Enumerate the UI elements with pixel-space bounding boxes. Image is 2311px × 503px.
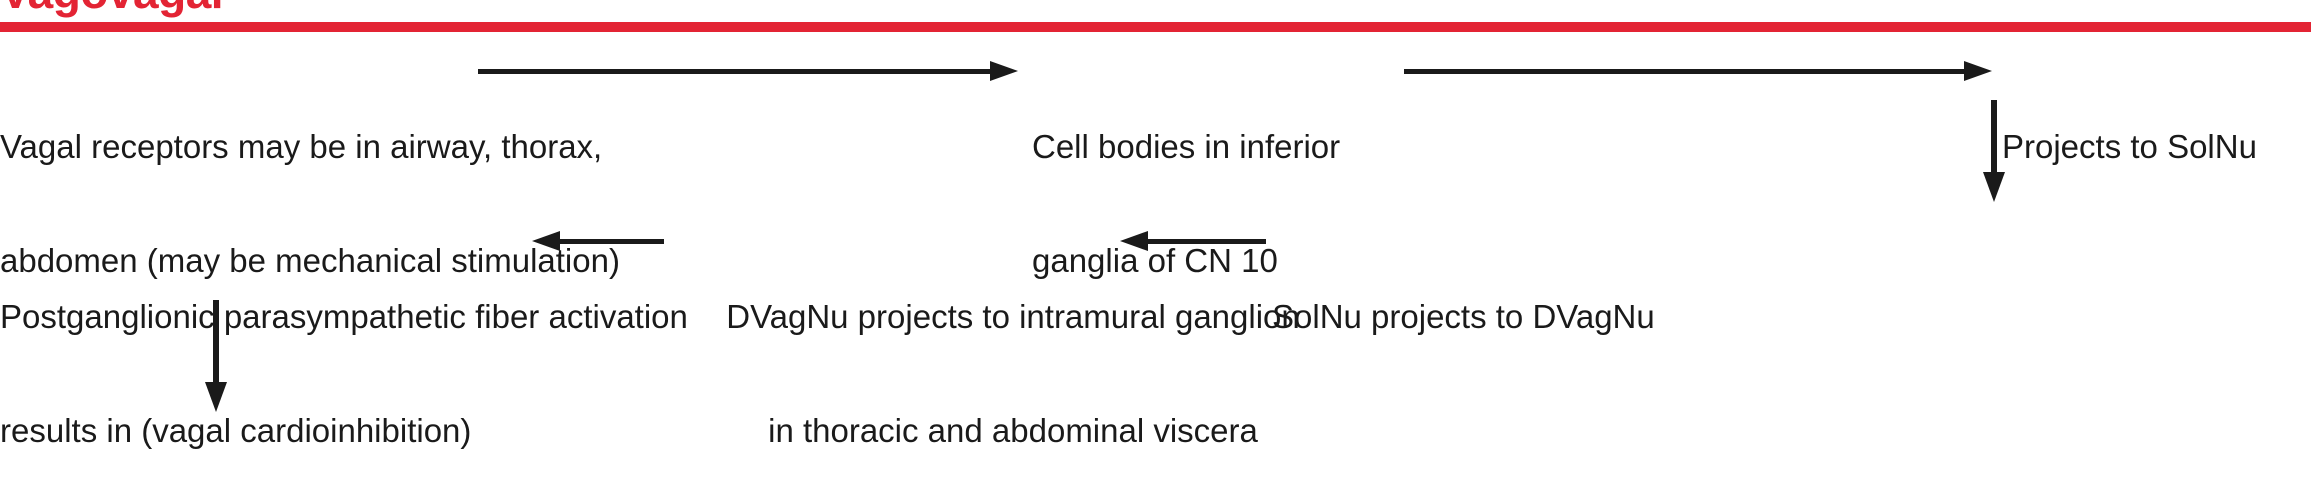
- arrow-shaft: [478, 69, 998, 74]
- node-patient-symptoms: Patient experiences bradycardia, hypoten…: [0, 428, 600, 503]
- node-vagal-receptors-line1: Vagal receptors may be in airway, thorax…: [0, 128, 603, 165]
- arrow-left-solnu-to-dvagnu-intramural: [1120, 231, 1266, 251]
- node-dvagnu-intramural-line1: DVagNu projects to intramural ganglion: [726, 298, 1300, 335]
- arrow-right-receptors-to-cellbodies: [478, 61, 1018, 81]
- arrow-down-postganglionic-to-symptoms: [205, 300, 227, 412]
- arrow-shaft: [1404, 69, 1972, 74]
- arrow-right-cellbodies-to-solnu: [1404, 61, 1992, 81]
- arrow-shaft: [1991, 100, 1997, 180]
- node-cell-bodies-line1: Cell bodies in inferior: [1032, 128, 1341, 165]
- arrow-left-dvagnu-to-postganglionic: [532, 231, 664, 251]
- node-solnu-projects-dvagnu: SolNu projects to DVagNu: [1272, 222, 1732, 412]
- arrow-head-down-icon: [1983, 172, 2005, 202]
- page-title: Vagovagal: [0, 0, 224, 18]
- node-postganglionic: Postganglionic parasympathetic fiber act…: [0, 222, 688, 503]
- node-cell-bodies-line2: ganglia of CN 10: [1032, 242, 1278, 279]
- arrow-head-left-icon: [1120, 231, 1148, 251]
- node-dvagnu-intramural: DVagNu projects to intramural ganglion i…: [668, 222, 1358, 503]
- arrow-down-solnu-to-dvagnu: [1983, 100, 2005, 202]
- arrow-shaft: [213, 300, 219, 390]
- node-cell-bodies: Cell bodies in inferior ganglia of CN 10: [1032, 52, 1402, 356]
- node-solnu-projects-dvagnu-line1: SolNu projects to DVagNu: [1272, 298, 1655, 335]
- arrow-head-down-icon: [205, 382, 227, 412]
- title-divider-rule: [0, 22, 2311, 32]
- arrow-shaft: [552, 239, 664, 244]
- node-vagal-receptors-line2: abdomen (may be mechanical stimulation): [0, 242, 620, 279]
- node-projects-to-solnu-line1: Projects to SolNu: [2002, 128, 2257, 165]
- node-dvagnu-intramural-line2: in thoracic and abdominal viscera: [768, 412, 1258, 449]
- arrow-shaft: [1140, 239, 1266, 244]
- node-postganglionic-line1: Postganglionic parasympathetic fiber act…: [0, 298, 688, 335]
- node-projects-to-solnu: Projects to SolNu: [2002, 52, 2311, 242]
- arrow-head-right-icon: [1964, 61, 1992, 81]
- node-postganglionic-line2: results in (vagal cardioinhibition): [0, 412, 472, 449]
- node-vagal-receptors: Vagal receptors may be in airway, thorax…: [0, 52, 620, 356]
- arrow-head-left-icon: [532, 231, 560, 251]
- arrow-head-right-icon: [990, 61, 1018, 81]
